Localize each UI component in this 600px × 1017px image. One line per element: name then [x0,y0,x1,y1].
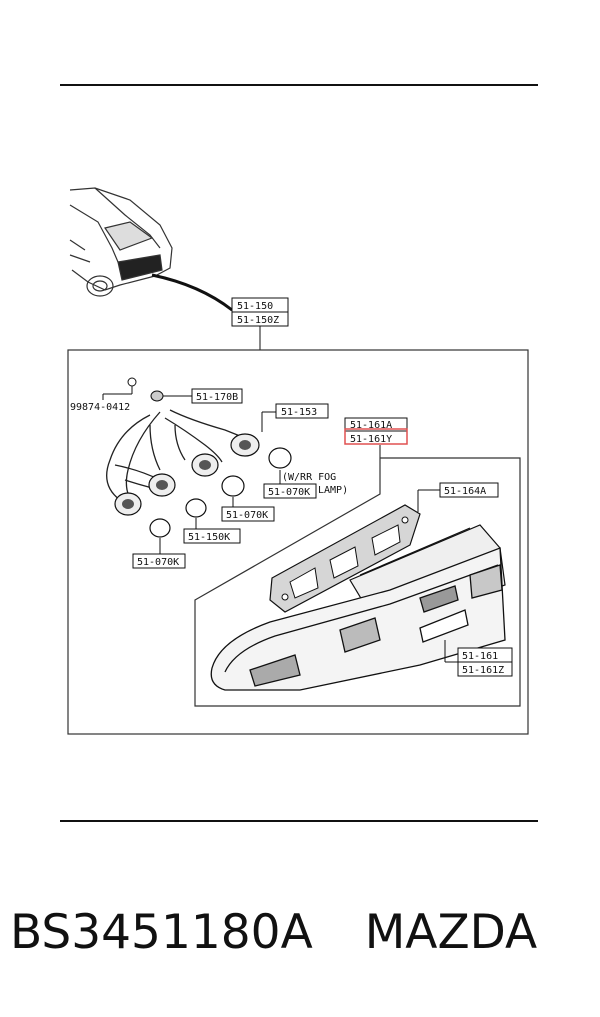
label-gasket-1: 51-161A [350,420,392,431]
bulb-set [149,447,292,538]
parts-diagram: 51-150 51-150Z 99874-0412 51-170B [67,187,529,735]
label-screw: 99874-0412 [70,402,130,413]
leader-car [151,273,233,312]
label-lens-1: 51-161 [462,651,498,662]
label-bulb-d: 51-070K [137,557,179,568]
label-lens-2: 51-161Z [462,665,504,676]
label-socket: 51-153 [281,407,317,418]
lens-label: 51-161 51-161Z [444,640,513,677]
brand-name: MAZDA [364,905,538,960]
bulb-label-b: 51-070K [221,497,275,522]
label-assembly-2: 51-150Z [237,315,279,326]
part-caption: BS3451180A MAZDA [10,905,590,975]
bulb-label-a: 51-070K [263,470,317,499]
screw-part: 99874-0412 [70,377,137,413]
car-silhouette [69,187,173,297]
lamp-lens [210,547,506,691]
label-gasket-2: 51-161Y [350,434,392,445]
label-bulb-b: 51-070K [226,510,268,521]
fog-note-line2: LAMP) [318,485,348,496]
housing-label: 51-164A [417,482,499,512]
clip-part: 51-170B [150,388,243,404]
label-bulb-a: 51-070K [268,487,310,498]
top-rule [60,84,538,86]
socket-label: 51-153 [261,403,329,432]
label-assembly-1: 51-150 [237,301,273,312]
highlight-box [344,428,408,445]
bulb-label-c: 51-150K [183,518,241,544]
label-clip: 51-170B [196,392,238,403]
fog-note-line1: (W/RR FOG [282,472,336,483]
label-bulb-c: 51-150K [188,532,230,543]
diagram-frame [67,349,529,735]
bottom-rule [60,820,538,822]
bulb-label-d: 51-070K [132,538,186,569]
label-housing: 51-164A [444,486,486,497]
socket-group [114,433,260,516]
gasket-plate [269,504,421,613]
part-number: BS3451180A [10,905,313,960]
inner-frame [194,457,521,707]
assembly-label: 51-150 51-150Z [231,297,289,327]
gasket-label: 51-161A 51-161Y [344,417,408,445]
